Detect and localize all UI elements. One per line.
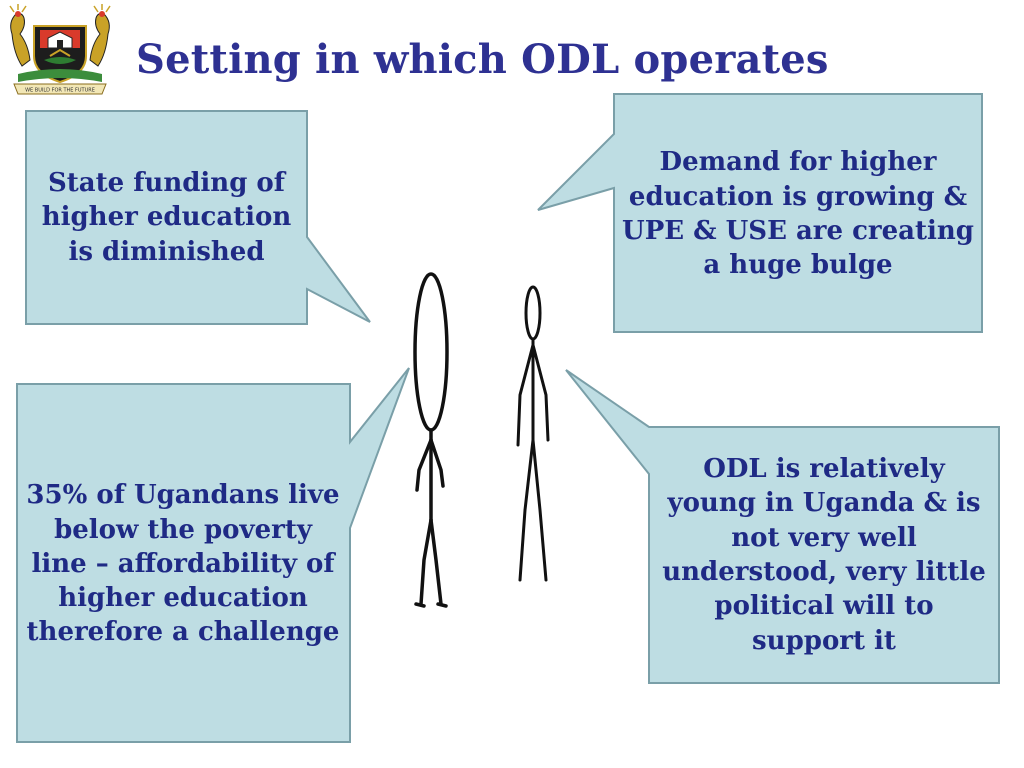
page-title: Setting in which ODL operates: [136, 36, 829, 83]
callout-bottom-left-shape: [16, 367, 410, 743]
university-crest-icon: WE BUILD FOR THE FUTURE: [4, 4, 116, 98]
callout-top-right-shape: [537, 93, 983, 333]
callout-bottom-right-text: ODL is relatively young in Uganda & is n…: [662, 454, 986, 656]
callout-bottom-left-text: 35% of Ugandans live below the poverty l…: [26, 480, 340, 648]
callout-top-right-text: Demand for higher education is growing &…: [622, 147, 974, 281]
stick-figure-right-icon: [516, 285, 550, 582]
logo-motto: WE BUILD FOR THE FUTURE: [25, 88, 95, 94]
callout-top-left-text: State funding of higher education is dim…: [41, 168, 292, 267]
callout-bottom-right-shape: [565, 369, 1000, 684]
callout-top-left-shape: [25, 110, 371, 325]
stick-figure-left-icon: [413, 272, 449, 608]
